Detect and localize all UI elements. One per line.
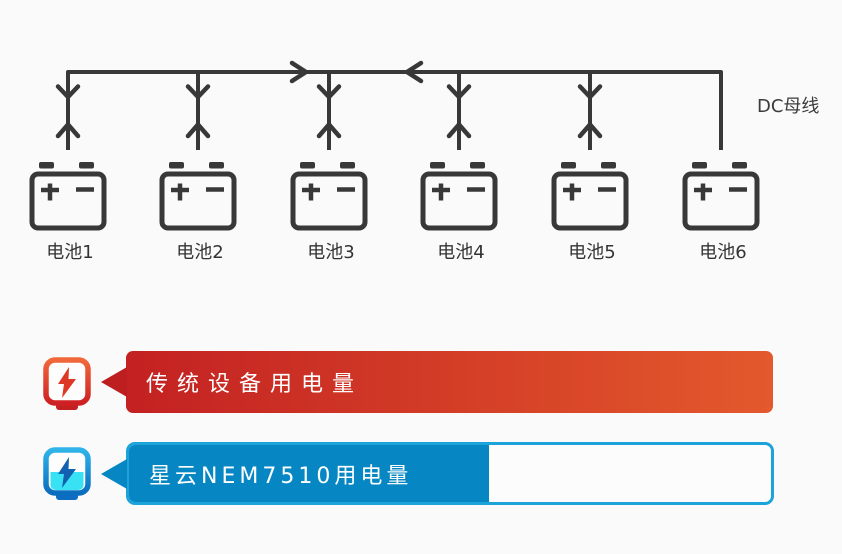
battery-label: 电池3 xyxy=(307,242,354,263)
nem7510-usage-fill xyxy=(129,445,489,502)
up-arrow-icon xyxy=(577,122,603,139)
down-arrow-icon xyxy=(185,84,211,100)
battery-label: 电池6 xyxy=(699,242,746,263)
battery-terminal xyxy=(470,162,485,169)
down-arrow-icon xyxy=(55,84,81,100)
battery-body xyxy=(551,171,629,231)
battery-6: 电池6 xyxy=(682,162,760,263)
down-arrow-icon xyxy=(446,84,472,100)
battery-4: 电池4 xyxy=(420,162,498,263)
lightning-bolt-icon xyxy=(58,457,76,488)
power-meter-red-icon xyxy=(43,357,91,410)
battery-label: 电池4 xyxy=(437,242,484,263)
battery-polarity-marks xyxy=(432,183,485,201)
battery-terminal xyxy=(340,162,355,169)
battery-polarity-marks xyxy=(41,183,94,201)
up-arrow-icon xyxy=(316,122,342,139)
traditional-usage-bar: 传统设备用电量 xyxy=(101,351,773,413)
dc-bus-diagram: 电池1 电池2 电池3 电池4 xyxy=(29,60,760,263)
battery-body xyxy=(159,171,237,231)
up-arrow-icon xyxy=(185,122,211,139)
dc-bus-line xyxy=(66,70,723,150)
lightning-bolt-icon xyxy=(58,367,76,398)
battery-terminal xyxy=(430,162,445,169)
battery-body xyxy=(29,171,107,231)
battery-2: 电池2 xyxy=(159,162,237,263)
bus-left-arrow-icon xyxy=(404,60,424,84)
battery-terminal xyxy=(169,162,184,169)
bar-pointer-left-icon xyxy=(101,459,127,489)
battery-polarity-marks xyxy=(302,183,355,201)
battery-terminal xyxy=(561,162,576,169)
battery-label: 电池1 xyxy=(46,242,93,263)
battery-body xyxy=(290,171,368,231)
traditional-usage-label: 传统设备用电量 xyxy=(146,372,364,397)
battery-3: 电池3 xyxy=(290,162,368,263)
battery-polarity-marks xyxy=(694,183,747,201)
power-meter-blue-icon xyxy=(43,447,91,500)
battery-label: 电池5 xyxy=(568,242,615,263)
battery-body xyxy=(682,171,760,231)
battery-1: 电池1 xyxy=(29,162,107,263)
up-arrow-icon xyxy=(55,122,81,139)
bar-pointer-left-icon xyxy=(101,367,127,397)
bus-right-arrow-icon xyxy=(289,60,309,84)
battery-terminal xyxy=(732,162,747,169)
battery-polarity-marks xyxy=(563,183,616,201)
battery-terminal xyxy=(39,162,54,169)
battery-5: 电池5 xyxy=(551,162,629,263)
battery-row: 电池1 电池2 电池3 电池4 xyxy=(29,162,760,263)
battery-terminal xyxy=(601,162,616,169)
battery-terminal xyxy=(79,162,94,169)
dc-bus-label: DC母线 xyxy=(757,96,820,117)
up-arrow-icon xyxy=(446,122,472,139)
battery-terminal xyxy=(692,162,707,169)
nem7510-usage-bar: 星云NEM7510用电量 xyxy=(126,442,774,505)
nem7510-usage-label: 星云NEM7510用电量 xyxy=(149,463,413,489)
battery-body xyxy=(420,171,498,231)
battery-polarity-marks xyxy=(171,183,224,201)
battery-terminal xyxy=(209,162,224,169)
down-arrow-icon xyxy=(577,84,603,100)
down-arrow-icon xyxy=(316,84,342,100)
battery-terminal xyxy=(300,162,315,169)
battery-label: 电池2 xyxy=(176,242,223,263)
